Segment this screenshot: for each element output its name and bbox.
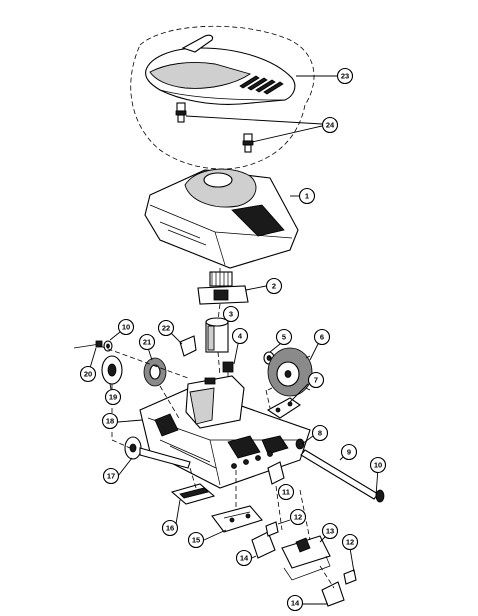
- axle-part-17: [124, 436, 191, 469]
- svg-text:22: 22: [162, 324, 170, 333]
- clip-part-24a: [175, 102, 187, 123]
- gear-part-4: [222, 361, 234, 373]
- callout-17: 17: [102, 467, 120, 485]
- svg-text:21: 21: [143, 338, 151, 347]
- callout-2: 2: [265, 277, 283, 295]
- svg-text:11: 11: [282, 488, 290, 497]
- cover-handle: [181, 34, 214, 53]
- clip-part-12a: [265, 521, 279, 537]
- callout-1: 1: [298, 187, 316, 205]
- svg-text:2: 2: [272, 282, 276, 291]
- chassis-studs: [231, 451, 273, 469]
- strap-part-14b: [321, 581, 345, 607]
- svg-text:19: 19: [109, 393, 117, 402]
- leader-lines: [89, 75, 379, 605]
- cover-group: [130, 25, 315, 170]
- svg-text:3: 3: [229, 310, 233, 319]
- svg-text:1: 1: [305, 192, 309, 201]
- gear-part-21: [143, 357, 167, 387]
- strap-part-14a: [251, 531, 276, 559]
- callout-14-lower: 14: [286, 594, 304, 612]
- svg-text:12: 12: [294, 513, 302, 522]
- callout-18: 18: [101, 412, 119, 430]
- callout-15: 15: [187, 531, 205, 549]
- svg-text:12: 12: [346, 538, 354, 547]
- callout-12-upper: 12: [289, 508, 307, 526]
- end-cap-part-10b: [375, 489, 385, 503]
- svg-text:14: 14: [291, 599, 300, 608]
- callout-14-upper: 14: [235, 549, 253, 567]
- housing-part-1: [144, 168, 299, 269]
- clip-part-11: [267, 461, 285, 485]
- brush-part-13: [281, 535, 331, 581]
- callout-4: 4: [231, 327, 249, 345]
- svg-text:20: 20: [84, 370, 92, 379]
- callout-23: 23: [336, 67, 354, 85]
- svg-text:14: 14: [240, 554, 249, 563]
- svg-text:7: 7: [314, 376, 318, 385]
- callout-16: 16: [161, 519, 179, 537]
- svg-text:6: 6: [320, 333, 324, 342]
- svg-text:23: 23: [341, 72, 349, 81]
- motor-part-2: [197, 271, 249, 305]
- screw-part-20: [73, 340, 103, 349]
- callout-11: 11: [277, 483, 295, 501]
- svg-text:9: 9: [347, 448, 351, 457]
- callout-10-lower: 10: [369, 456, 387, 474]
- gear-part-6: [267, 347, 313, 397]
- callout-3: 3: [222, 305, 240, 323]
- cover-shading: [149, 62, 252, 89]
- callout-20: 20: [79, 365, 97, 383]
- svg-text:17: 17: [107, 472, 115, 481]
- svg-text:16: 16: [166, 524, 174, 533]
- clip-part-24b: [242, 133, 254, 153]
- callout-8: 8: [311, 424, 329, 442]
- svg-text:8: 8: [318, 429, 322, 438]
- cover-vents: [239, 75, 284, 95]
- svg-text:10: 10: [122, 323, 130, 332]
- cylinder-part-3: [205, 317, 229, 353]
- washer-part-10a: [103, 340, 113, 352]
- cover-outline-dashed: [130, 25, 315, 170]
- svg-text:5: 5: [282, 333, 286, 342]
- svg-text:18: 18: [106, 417, 114, 426]
- svg-text:13: 13: [326, 527, 334, 536]
- callout-7: 7: [307, 371, 325, 389]
- svg-text:4: 4: [238, 332, 243, 341]
- svg-text:24: 24: [326, 121, 335, 130]
- callout-19: 19: [104, 388, 122, 406]
- callout-6: 6: [313, 328, 331, 346]
- pad-part-16: [170, 483, 216, 505]
- svg-text:15: 15: [192, 536, 200, 545]
- callout-22: 22: [157, 319, 175, 337]
- svg-text:10: 10: [374, 461, 382, 470]
- bushing-part-8: [295, 438, 305, 450]
- callout-21: 21: [138, 333, 156, 351]
- callout-12-lower: 12: [341, 533, 359, 551]
- clip-part-12b: [343, 569, 357, 585]
- bracket-part-7: [266, 397, 301, 419]
- shaft-part-9: [300, 449, 379, 500]
- callout-10-upper: 10: [117, 318, 135, 336]
- callout-13: 13: [321, 522, 339, 540]
- clip-part-22: [179, 335, 197, 357]
- callout-5: 5: [275, 328, 293, 346]
- wheel-part-19: [101, 355, 123, 385]
- callout-24: 24: [321, 116, 339, 134]
- callout-9: 9: [340, 443, 358, 461]
- pad-part-15: [211, 505, 263, 533]
